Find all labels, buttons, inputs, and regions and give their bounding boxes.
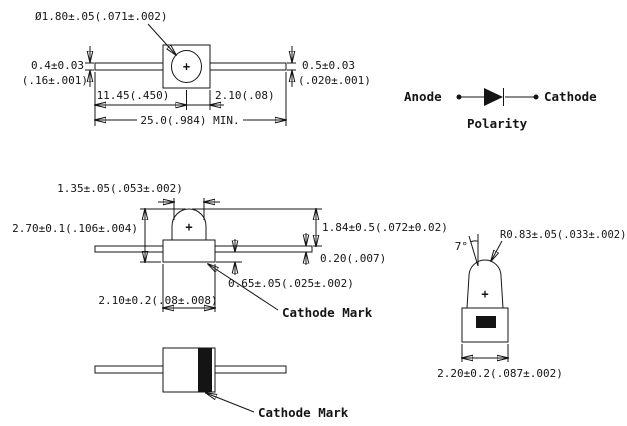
dim-lead-height: 1.84±0.5(.072±0.02) [322,221,448,234]
dim-body-width: 2.20±0.2(.087±.002) [437,367,563,380]
lead-left [94,245,164,253]
cathode-mark-leader [206,393,255,413]
polarity-plus-mark: + [185,220,192,234]
led-body [162,239,216,263]
angle-line-tilted [468,235,479,267]
cathode-terminal-dot [533,94,539,100]
dim-lead-left-in: (.16±.001) [22,74,88,87]
cathode-label: Cathode [544,89,597,104]
diode-triangle-icon [484,88,503,106]
diameter-leader-line [147,23,176,55]
end-view-drawing: + 7° R0.83±.05(.033±.002) 2.20±0.2(.087±… [437,229,626,380]
cathode-mark-label: Cathode Mark [258,405,349,420]
ext-lines-width [461,344,509,362]
dim-dome-radius: R0.83±.05(.033±.002) [500,229,626,241]
lead-right [214,245,313,253]
side-view-dimensions: 1.35±.05(.053±.002) 2.70±0.1(.106±.004) … [12,182,448,320]
dim-overall-height: 2.70±0.1(.106±.004) [12,222,138,235]
end-view-dimensions: 7° R0.83±.05(.033±.002) 2.20±0.2(.087±.0… [437,229,626,380]
lead-left [94,365,164,374]
dim-draft-angle: 7° [455,240,468,253]
cathode-slot [476,316,496,328]
ext-lines-lead-left [85,62,94,71]
epoxy-dome [466,259,504,309]
lens-circle [171,50,202,83]
polarity-plus-mark: + [183,60,190,74]
dim-lead-offset: 0.65±.05(.025±.002) [228,277,354,290]
dim-lead-right-mm: 0.5±0.03 [302,59,355,72]
anode-label: Anode [404,89,442,104]
dim-body-length: 2.10(.08) [215,89,275,102]
dim-body-width: 2.10±0.2(.08±.008) [98,294,217,307]
cathode-mark-label: Cathode Mark [282,305,373,320]
dim-lead-left-mm: 0.4±0.03 [31,59,84,72]
epoxy-dome [171,208,207,241]
dim-overall-length: 25.0(.984) MIN. [140,114,239,127]
lead-left [94,62,164,71]
dim-dome-width: 1.35±.05(.053±.002) [57,182,183,195]
cathode-band [198,348,212,392]
cathode-mark-leader [208,264,279,311]
ext-lines-lead-right [287,62,296,71]
dim-diameter: Ø1.80±.05(.071±.002) [35,10,167,23]
dim-lead-thickness: 0.20(.007) [320,252,386,265]
polarity-plus-mark: + [481,287,488,301]
lead-right [209,62,287,71]
dim-lead-length: 11.45(.450) [97,89,170,102]
dim-lead-right-in: (.020±.001) [298,74,371,87]
top-view-dimensions: Ø1.80±.05(.071±.002) 0.4±0.03 (.16±.001)… [22,10,371,127]
cathode-band-view-drawing: Cathode Mark [94,347,349,420]
polarity-title: Polarity [467,116,528,131]
polarity-diagram: Anode Cathode Polarity [404,88,597,131]
radius-leader [491,240,503,261]
lead-right [214,365,287,374]
top-view-drawing: + Ø1.80±.05(.071±.002) 0.4±0.03 (.16±.00… [22,10,371,127]
side-view-drawing: + 1.35±.05(.053±.002) 2.70±0.1(.106±.004… [12,182,448,320]
angle-arc [470,240,478,243]
